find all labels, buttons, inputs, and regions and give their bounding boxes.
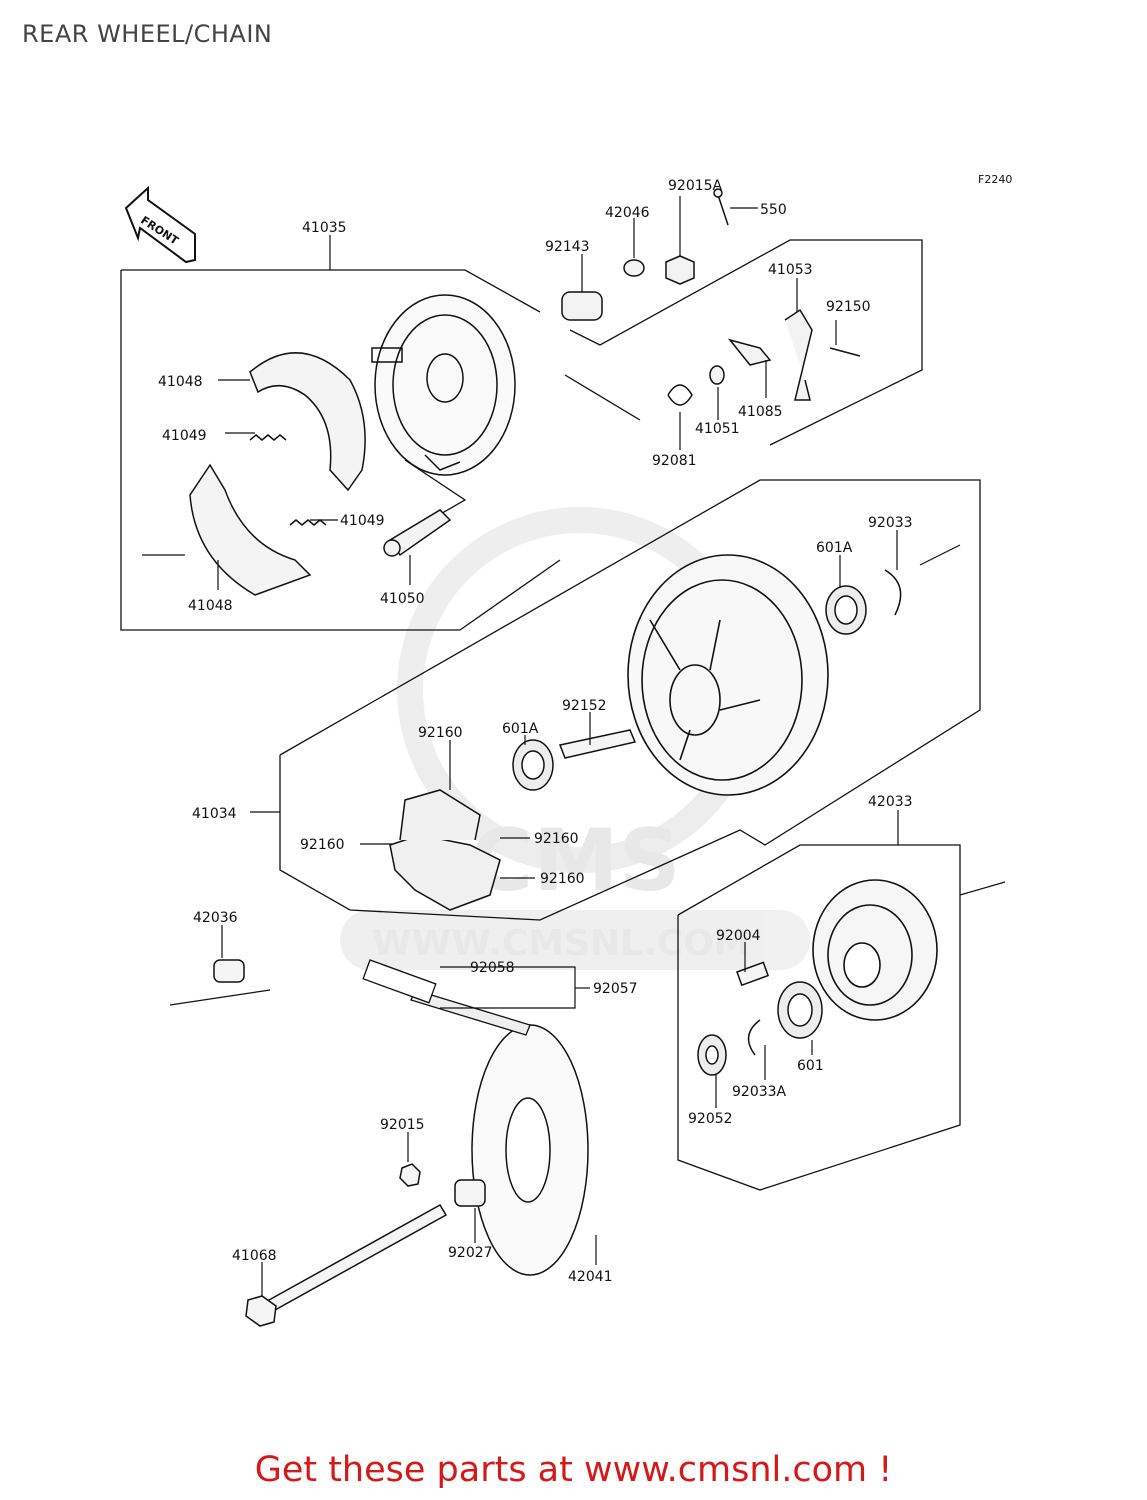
part-label[interactable]: 41049: [162, 428, 207, 444]
part-label[interactable]: 92081: [652, 453, 697, 469]
watermark: CMS WWW.CMSNL.COM: [340, 507, 810, 970]
part-label[interactable]: 41085: [738, 404, 783, 420]
part-label[interactable]: 41048: [158, 374, 203, 390]
watermark-logo: CMS: [470, 811, 681, 911]
part-label[interactable]: 92057: [593, 981, 638, 997]
part-label[interactable]: 42036: [193, 910, 238, 926]
part-label[interactable]: 92160: [418, 725, 463, 741]
part-labels: F2240 92015A 550 42046 41035 92143 41053…: [158, 173, 1012, 1285]
part-label[interactable]: 41048: [188, 598, 233, 614]
part-label[interactable]: 92160: [300, 837, 345, 853]
part-label[interactable]: 92143: [545, 239, 590, 255]
part-label[interactable]: 92150: [826, 299, 871, 315]
figure-code: F2240: [978, 173, 1012, 186]
part-label[interactable]: 41034: [192, 806, 237, 822]
brake-cam-icon: [383, 509, 452, 557]
damper-icons: [389, 789, 501, 911]
part-label[interactable]: 42033: [868, 794, 913, 810]
rear-wheel-hub: [627, 554, 829, 796]
footer-promo-link[interactable]: Get these parts at www.cmsnl.com !: [254, 1450, 893, 1490]
chain-icon: [362, 959, 531, 1036]
brake-shoe-lower: [189, 463, 312, 596]
part-label[interactable]: 92033: [868, 515, 913, 531]
part-label[interactable]: 92027: [448, 1245, 493, 1261]
part-label[interactable]: 42041: [568, 1269, 613, 1285]
part-label[interactable]: 92015: [380, 1117, 425, 1133]
part-label[interactable]: 92160: [534, 831, 579, 847]
brake-shoe-upper: [249, 352, 366, 492]
watermark-text: WWW.CMSNL.COM: [372, 923, 750, 964]
part-label[interactable]: 92004: [716, 928, 761, 944]
page-title: REAR WHEEL/CHAIN: [22, 20, 273, 48]
part-label[interactable]: 92052: [688, 1111, 733, 1127]
part-label[interactable]: 41053: [768, 262, 813, 278]
part-label[interactable]: 92033A: [732, 1084, 787, 1100]
rear-sprocket: [471, 1024, 589, 1276]
front-arrow-icon: FRONT: [124, 185, 196, 264]
part-label[interactable]: 92160: [540, 871, 585, 887]
spacer-tube: [558, 729, 637, 759]
part-label[interactable]: 92015A: [668, 178, 723, 194]
part-label[interactable]: 42046: [605, 205, 650, 221]
part-label[interactable]: 601A: [502, 721, 539, 737]
bearing-icons: [512, 569, 902, 1076]
sprocket-coupling: [812, 879, 938, 1021]
part-label[interactable]: 41068: [232, 1248, 277, 1264]
part-label[interactable]: 41050: [380, 591, 425, 607]
part-label[interactable]: 550: [760, 202, 787, 218]
leader-lines: [169, 196, 1006, 1296]
part-label[interactable]: 92058: [470, 960, 515, 976]
part-label[interactable]: 601A: [816, 540, 853, 556]
part-label[interactable]: 41049: [340, 513, 385, 529]
part-label[interactable]: 41051: [695, 421, 740, 437]
axle: [213, 959, 770, 1327]
part-label[interactable]: 601: [797, 1058, 824, 1074]
part-label[interactable]: 92152: [562, 698, 607, 714]
part-label[interactable]: 41035: [302, 220, 347, 236]
brake-panel: [371, 294, 516, 476]
